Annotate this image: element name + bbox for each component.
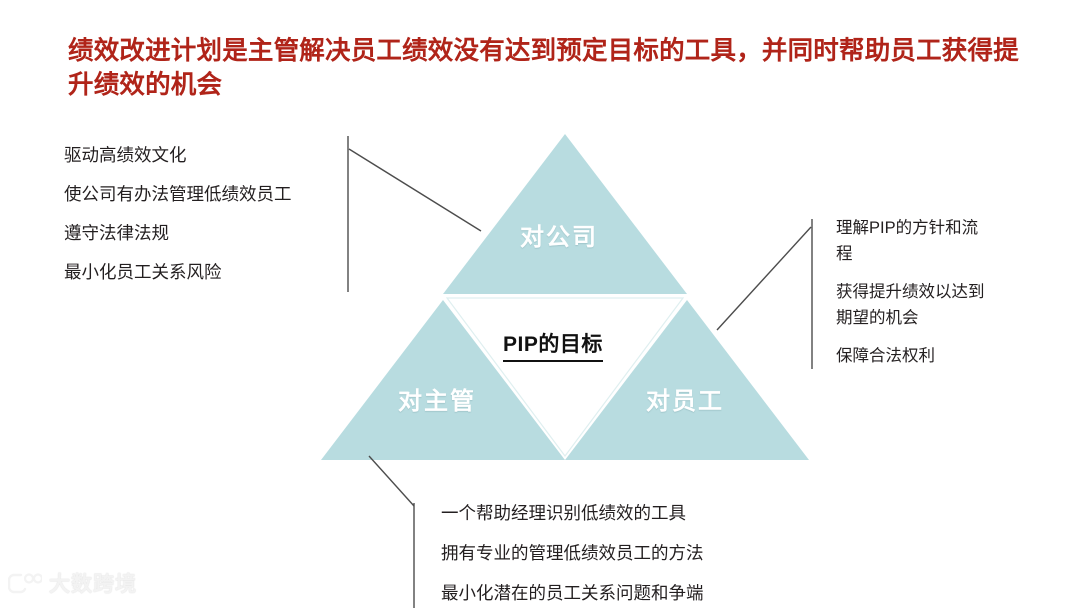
callout-item: 拥有专业的管理低绩效员工的方法 xyxy=(441,540,901,567)
callout-item: 遵守法律法规 xyxy=(64,220,340,247)
triangle-label-manager: 对主管 xyxy=(398,388,476,415)
callout-line: 保障合法权利 xyxy=(836,347,935,366)
callout-line: 最小化员工关系风险 xyxy=(64,262,222,283)
callout-line: 最小化潜在的员工关系问题和争端 xyxy=(441,583,704,604)
callout-item: 驱动高绩效文化 xyxy=(64,142,340,169)
callout-leader-right xyxy=(716,226,812,331)
callout-line: 获得提升绩效以达到 xyxy=(836,283,985,302)
callout-line: 理解PIP的方针和流 xyxy=(836,219,979,237)
callout-line: 驱动高绩效文化 xyxy=(64,145,187,165)
callout-leader-bottom xyxy=(368,455,415,507)
callout-item: 使公司有办法管理低绩效员工 xyxy=(64,181,340,208)
callout-text-company: 驱动高绩效文化 使公司有办法管理低绩效员工 遵守法律法规 最小化员工关系风险 xyxy=(64,142,340,287)
callout-line: 使公司有办法管理低绩效员工 xyxy=(64,184,292,205)
callout-line: 拥有专业的管理低绩效员工的方法 xyxy=(441,543,704,564)
triangle-label-employee: 对员工 xyxy=(646,388,724,415)
callout-line: 遵守法律法规 xyxy=(64,223,169,244)
triangle-segment-manager[interactable] xyxy=(321,300,565,460)
callout-leader-left xyxy=(348,148,482,232)
callout-item: 最小化潜在的员工关系问题和争端 xyxy=(441,580,901,607)
callout-item: 最小化员工关系风险 xyxy=(64,259,340,286)
triangle-segment-employee[interactable] xyxy=(565,300,809,460)
callout-line: 一个帮助经理识别低绩效的工具 xyxy=(441,503,686,523)
callout-item: 获得提升绩效以达到 期望的机会 xyxy=(836,280,1036,331)
triangle-center-label: PIP的目标 xyxy=(503,328,603,362)
page-title: 绩效改进计划是主管解决员工绩效没有达到预定目标的工具，并同时帮助员工获得提升绩效… xyxy=(68,37,1019,99)
triangle-label-company: 对公司 xyxy=(520,224,598,251)
callout-item: 理解PIP的方针和流 程 xyxy=(836,216,1036,267)
watermark-text: 大数跨境 xyxy=(49,573,137,596)
dashukuajing-logo-icon xyxy=(8,573,42,594)
triangle-center-area xyxy=(445,297,685,458)
triangle-segment-company[interactable] xyxy=(443,134,687,294)
callout-text-employee: 理解PIP的方针和流 程 获得提升绩效以达到 期望的机会 保障合法权利 xyxy=(836,216,1036,370)
callout-text-manager: 一个帮助经理识别低绩效的工具 拥有专业的管理低绩效员工的方法 最小化潜在的员工关… xyxy=(441,500,901,607)
callout-item: 保障合法权利 xyxy=(836,344,1036,370)
callout-line: 程 xyxy=(836,244,853,263)
callout-item: 一个帮助经理识别低绩效的工具 xyxy=(441,500,901,527)
watermark: 大数跨境 xyxy=(8,566,178,600)
callout-line: 期望的机会 xyxy=(836,308,919,327)
